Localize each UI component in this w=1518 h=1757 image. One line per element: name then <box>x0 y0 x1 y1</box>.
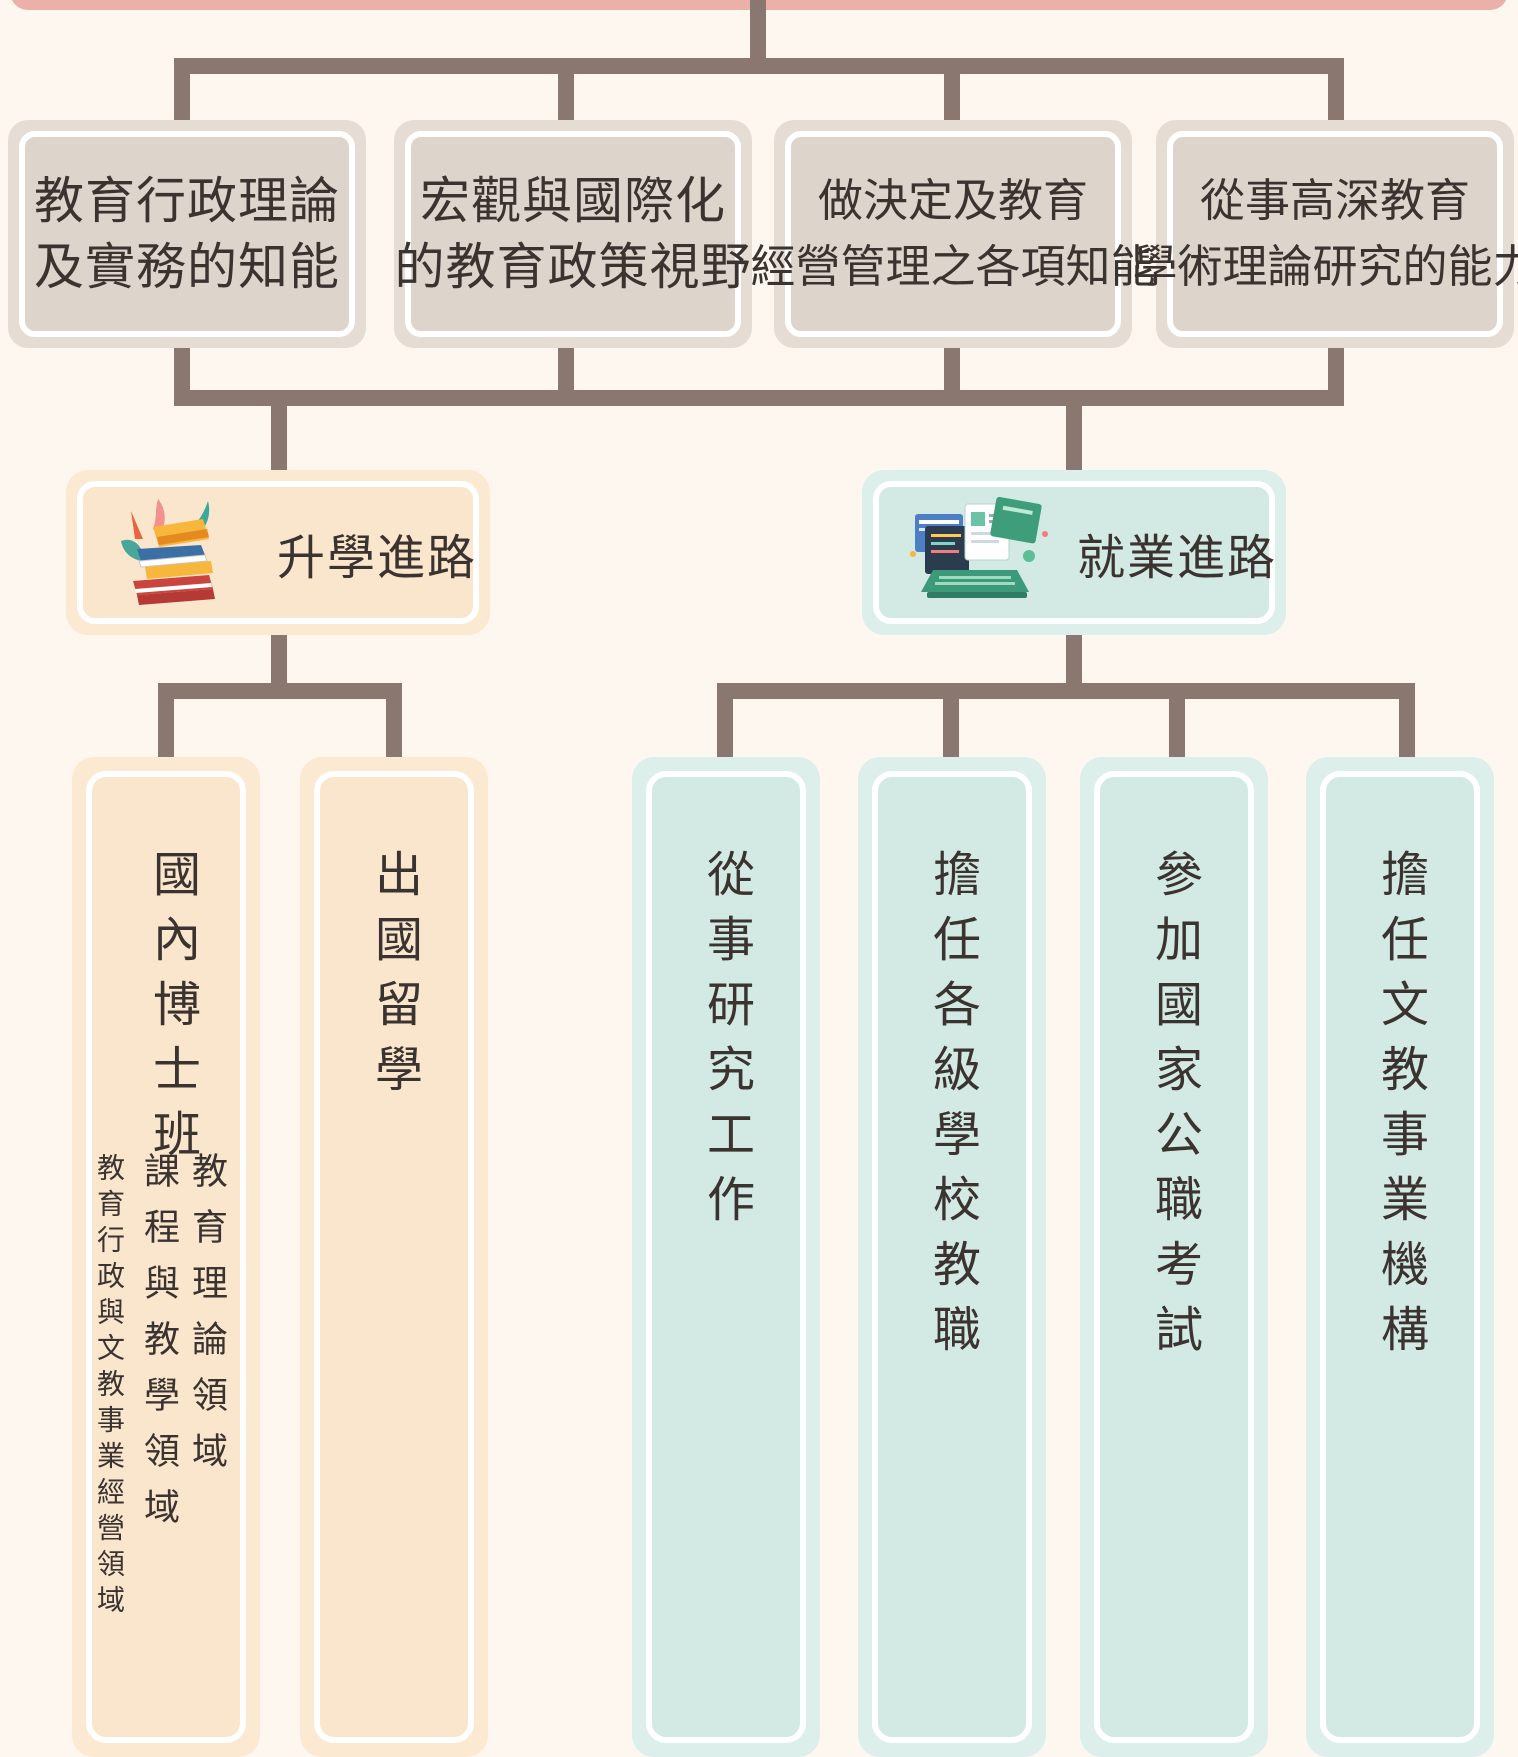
civil-service-exam-title: 參加國家公職考試 <box>1150 849 1198 1369</box>
connector-line <box>174 58 1344 74</box>
stack-of-books-icon <box>113 491 233 615</box>
phd-field-education-theory: 教育理論領域 <box>188 1152 224 1488</box>
connector-line <box>1169 683 1185 759</box>
skill-box-inner: 教育行政理論 及實務的知能 <box>19 131 355 337</box>
skill-text-line: 從事高深教育 <box>1200 168 1470 234</box>
school-teaching-box: 擔任各級學校教職 <box>858 757 1046 1757</box>
laptop-with-documents-icon <box>905 496 1055 610</box>
skill-text-line: 及實務的知能 <box>34 234 340 300</box>
domestic-phd-title: 國內博士班 <box>148 849 196 1174</box>
connector-line <box>158 683 174 759</box>
connector-line <box>750 0 766 66</box>
connector-line <box>717 683 733 759</box>
employment-title: 就業進路 <box>1077 518 1277 588</box>
connector-line <box>717 683 1415 699</box>
connector-line <box>1328 58 1344 122</box>
research-work-title: 從事研究工作 <box>702 849 750 1239</box>
domestic-phd-box-inner: 國內博士班 教育理論領域 課程與教學領域 教育行政與文教事業經營領域 <box>86 771 246 1743</box>
connector-line <box>174 390 1344 406</box>
connector-line <box>174 58 190 122</box>
connector-line <box>158 683 402 699</box>
domestic-phd-box: 國內博士班 教育理論領域 課程與教學領域 教育行政與文教事業經營領域 <box>72 757 260 1757</box>
research-work-box: 從事研究工作 <box>632 757 820 1757</box>
study-abroad-box: 出國留學 <box>300 757 488 1757</box>
connector-line <box>1399 683 1415 759</box>
further-study-box-inner: 升學進路 <box>77 481 479 624</box>
civil-service-exam-box-inner: 參加國家公職考試 <box>1094 771 1254 1743</box>
skill-text-line: 宏觀與國際化 <box>420 168 726 234</box>
skill-box-inner: 從事高深教育 學術理論研究的能力 <box>1167 131 1503 337</box>
connector-line <box>943 683 959 759</box>
connector-line <box>944 58 960 122</box>
skill-text-line: 教育行政理論 <box>34 168 340 234</box>
connector-line <box>386 683 402 759</box>
cultural-institution-title: 擔任文教事業機構 <box>1376 849 1424 1369</box>
civil-service-exam-box: 參加國家公職考試 <box>1080 757 1268 1757</box>
phd-field-curriculum-teaching: 課程與教學領域 <box>140 1152 176 1544</box>
further-study-title: 升學進路 <box>277 518 477 588</box>
connector-line <box>558 58 574 122</box>
skill-box-policy-vision: 宏觀與國際化 的教育政策視野 <box>394 120 752 348</box>
connector-line <box>271 390 287 472</box>
skill-text-line: 學術理論研究的能力 <box>1133 234 1518 300</box>
employment-box-inner: 就業進路 <box>873 481 1275 624</box>
school-teaching-title: 擔任各級學校教職 <box>928 849 976 1369</box>
skill-box-admin-theory: 教育行政理論 及實務的知能 <box>8 120 366 348</box>
further-study-box: 升學進路 <box>66 470 490 635</box>
cultural-institution-box-inner: 擔任文教事業機構 <box>1320 771 1480 1743</box>
skill-text-line: 做決定及教育 <box>818 168 1088 234</box>
research-work-box-inner: 從事研究工作 <box>646 771 806 1743</box>
skill-text-line: 的教育政策視野 <box>395 234 752 300</box>
skill-box-management: 做決定及教育 經營管理之各項知能 <box>774 120 1132 348</box>
cultural-institution-box: 擔任文教事業機構 <box>1306 757 1494 1757</box>
skill-box-inner: 做決定及教育 經營管理之各項知能 <box>785 131 1121 337</box>
school-teaching-box-inner: 擔任各級學校教職 <box>872 771 1032 1743</box>
study-abroad-title: 出國留學 <box>370 849 418 1109</box>
skill-text-line: 經營管理之各項知能 <box>751 234 1156 300</box>
skill-box-inner: 宏觀與國際化 的教育政策視野 <box>405 131 741 337</box>
skill-box-research: 從事高深教育 學術理論研究的能力 <box>1156 120 1514 348</box>
connector-line <box>1066 390 1082 472</box>
phd-field-admin-culture: 教育行政與文教事業經營領域 <box>95 1153 123 1621</box>
employment-box: 就業進路 <box>862 470 1286 635</box>
study-abroad-box-inner: 出國留學 <box>314 771 474 1743</box>
